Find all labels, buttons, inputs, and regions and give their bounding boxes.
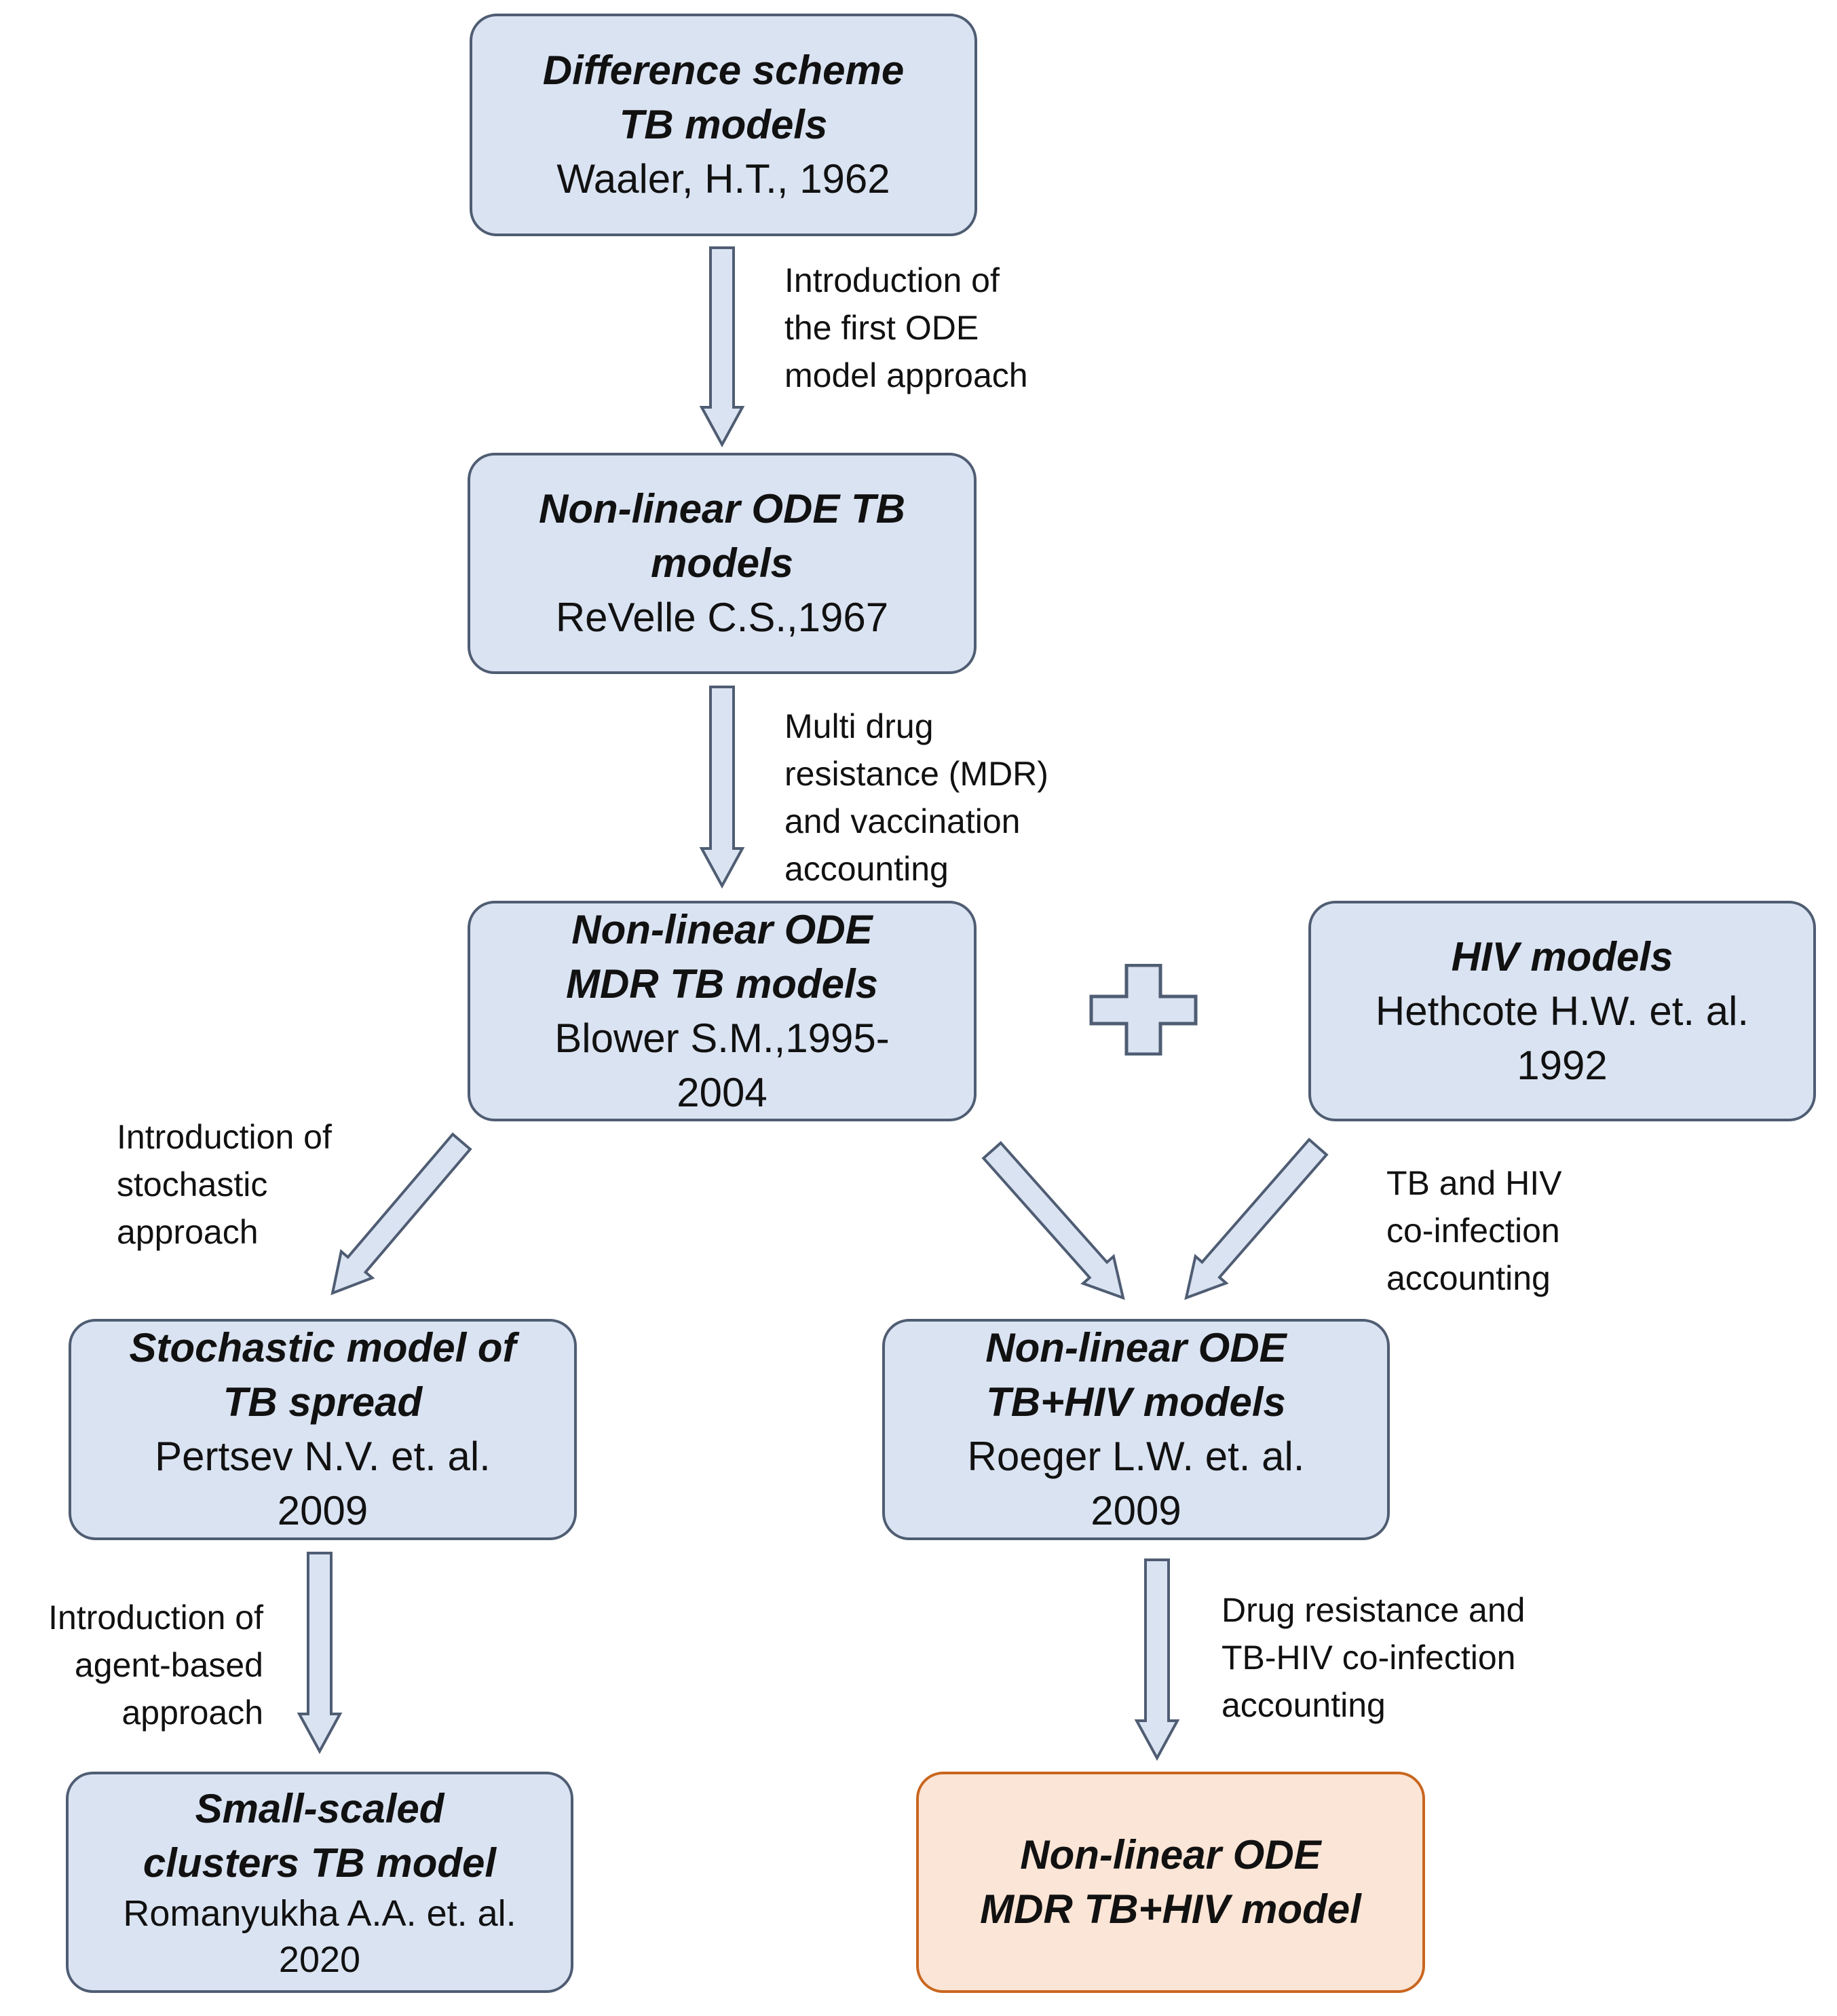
node-title: Small-scaled clusters TB model — [143, 1786, 497, 1886]
node-title: HIV models — [1451, 933, 1673, 979]
arrow-nonlinear-to-mdr — [699, 686, 745, 889]
edge-label-first-ode: Introduction of the first ODE model appr… — [784, 261, 1028, 394]
node-reference: Pertsev N.V. et. al. 2009 — [155, 1434, 491, 1533]
node-title: Non-linear ODE TB+HIV models — [985, 1325, 1287, 1425]
node-final-mdr-tb-hiv: Non-linear ODE MDR TB+HIV model — [916, 1772, 1425, 1993]
arrow-mdr-to-tbhiv — [981, 1140, 1125, 1301]
arrow-difference-to-nonlinear — [699, 246, 745, 448]
node-title: Non-linear ODE TB models — [538, 486, 906, 586]
node-reference: Waaler, H.T., 1962 — [556, 156, 890, 202]
node-reference: ReVelle C.S.,1967 — [555, 595, 889, 640]
node-nonlinear-ode-mdr: Non-linear ODE MDR TB models Blower S.M.… — [468, 901, 977, 1121]
node-title: Non-linear ODE MDR TB+HIV model — [980, 1832, 1361, 1932]
arrow-mdr-to-stochastic — [330, 1132, 472, 1296]
node-reference: Hethcote H.W. et. al. 1992 — [1375, 988, 1749, 1088]
arrow-tbhiv-to-final — [1134, 1558, 1180, 1761]
arrow-hiv-to-tbhiv — [1184, 1137, 1329, 1301]
edge-label-coinfection: TB and HIV co-infection accounting — [1386, 1164, 1562, 1297]
node-nonlinear-ode-tb-hiv: Non-linear ODE TB+HIV models Roeger L.W.… — [882, 1319, 1390, 1540]
plus-icon — [1089, 964, 1198, 1056]
node-reference: Blower S.M.,1995- 2004 — [554, 1015, 890, 1115]
node-reference: Romanyukha A.A. et. al. 2020 — [123, 1893, 516, 1980]
node-reference: Roeger L.W. et. al. 2009 — [967, 1434, 1305, 1533]
edge-label-mdr-vaccination: Multi drug resistance (MDR) and vaccinat… — [784, 707, 1048, 888]
node-title: Difference scheme TB models — [542, 48, 905, 147]
edge-label-agent-based: Introduction of agent-based approach — [48, 1599, 263, 1732]
node-stochastic-model: Stochastic model of TB spread Pertsev N.… — [69, 1319, 577, 1540]
edge-label-drug-resistance: Drug resistance and TB-HIV co-infection … — [1221, 1591, 1526, 1724]
node-nonlinear-ode-tb: Non-linear ODE TB models ReVelle C.S.,19… — [468, 453, 977, 674]
node-small-scaled-clusters: Small-scaled clusters TB model Romanyukh… — [66, 1772, 573, 1993]
node-difference-scheme: Difference scheme TB models Waaler, H.T.… — [470, 14, 977, 236]
node-title: Stochastic model of TB spread — [129, 1325, 516, 1425]
arrow-stochastic-to-clusters — [297, 1552, 343, 1755]
edge-label-stochastic: Introduction of stochastic approach — [117, 1118, 332, 1251]
node-title: Non-linear ODE MDR TB models — [565, 906, 879, 1007]
node-hiv-models: HIV models Hethcote H.W. et. al. 1992 — [1308, 901, 1816, 1121]
